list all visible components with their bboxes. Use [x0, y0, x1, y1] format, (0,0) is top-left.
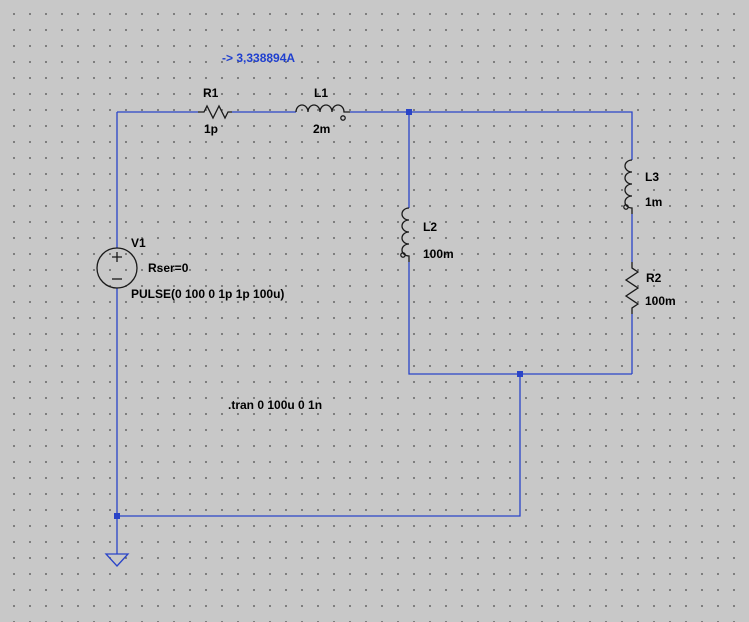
l2-name-label[interactable]: L2	[423, 220, 437, 234]
l1-name-label[interactable]: L1	[314, 86, 328, 100]
r2-value-label[interactable]: 100m	[645, 294, 676, 308]
wire-l2-bottom[interactable]	[408, 262, 632, 375]
resistor-r2[interactable]	[624, 262, 640, 314]
junction-node-mid	[517, 371, 523, 377]
inductor-l1[interactable]	[295, 104, 350, 121]
r2-name-label[interactable]: R2	[646, 271, 662, 285]
r1-value-label[interactable]: 1p	[204, 122, 218, 136]
l3-name-label[interactable]: L3	[645, 170, 659, 184]
current-probe-readout: -> 3,338894A	[222, 51, 295, 65]
l2-value-label[interactable]: 100m	[423, 247, 454, 261]
inductor-l3[interactable]	[623, 159, 633, 214]
voltage-source-v1[interactable]	[96, 247, 138, 289]
wire-top-right[interactable]	[350, 111, 633, 160]
ground-symbol[interactable]	[104, 553, 130, 567]
v1-rser-label[interactable]: Rser=0	[148, 261, 189, 275]
inductor-l2[interactable]	[400, 207, 410, 262]
l1-value-label[interactable]: 2m	[313, 122, 330, 136]
spice-directive[interactable]: .tran 0 100u 0 1n	[228, 398, 322, 412]
wires	[116, 111, 633, 554]
r1-name-label[interactable]: R1	[203, 86, 219, 100]
v1-source-label[interactable]: PULSE(0 100 0 1p 1p 100u)	[131, 287, 284, 301]
resistor-r1[interactable]	[198, 104, 232, 120]
v1-name-label[interactable]: V1	[131, 236, 146, 250]
junction-node-ground	[114, 513, 120, 519]
junction-node-top	[406, 109, 412, 115]
l3-value-label[interactable]: 1m	[645, 195, 662, 209]
wire-return[interactable]	[117, 374, 521, 517]
